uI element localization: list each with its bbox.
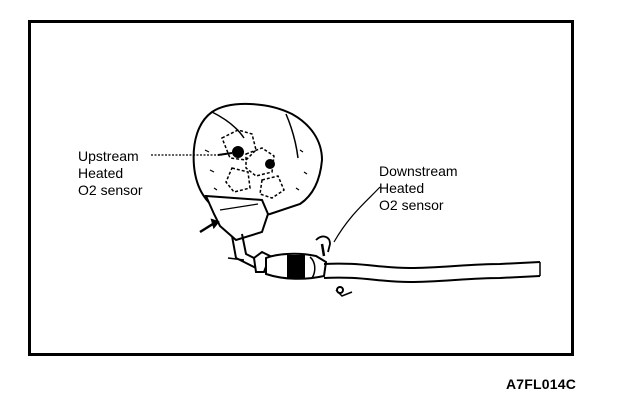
- engine-manifold: [192, 103, 324, 242]
- figure-code: A7FL014C: [506, 376, 577, 392]
- upstream-label-line-2: Heated: [78, 165, 124, 181]
- upstream-label-line-1: Upstream: [78, 148, 139, 164]
- downstream-label-line-2: Heated: [379, 180, 425, 196]
- downstream-leader-line: [333, 186, 381, 243]
- upstream-label-line-3: O2 sensor: [78, 182, 143, 198]
- downstream-o2-sensor-label: Downstream Heated O2 sensor: [379, 163, 458, 214]
- downstream-label-line-1: Downstream: [379, 163, 458, 179]
- leader-lines: [151, 152, 381, 243]
- downstream-label-line-3: O2 sensor: [379, 197, 444, 213]
- exhaust-pipe: [227, 233, 541, 297]
- upstream-o2-sensor-label: Upstream Heated O2 sensor: [78, 148, 143, 199]
